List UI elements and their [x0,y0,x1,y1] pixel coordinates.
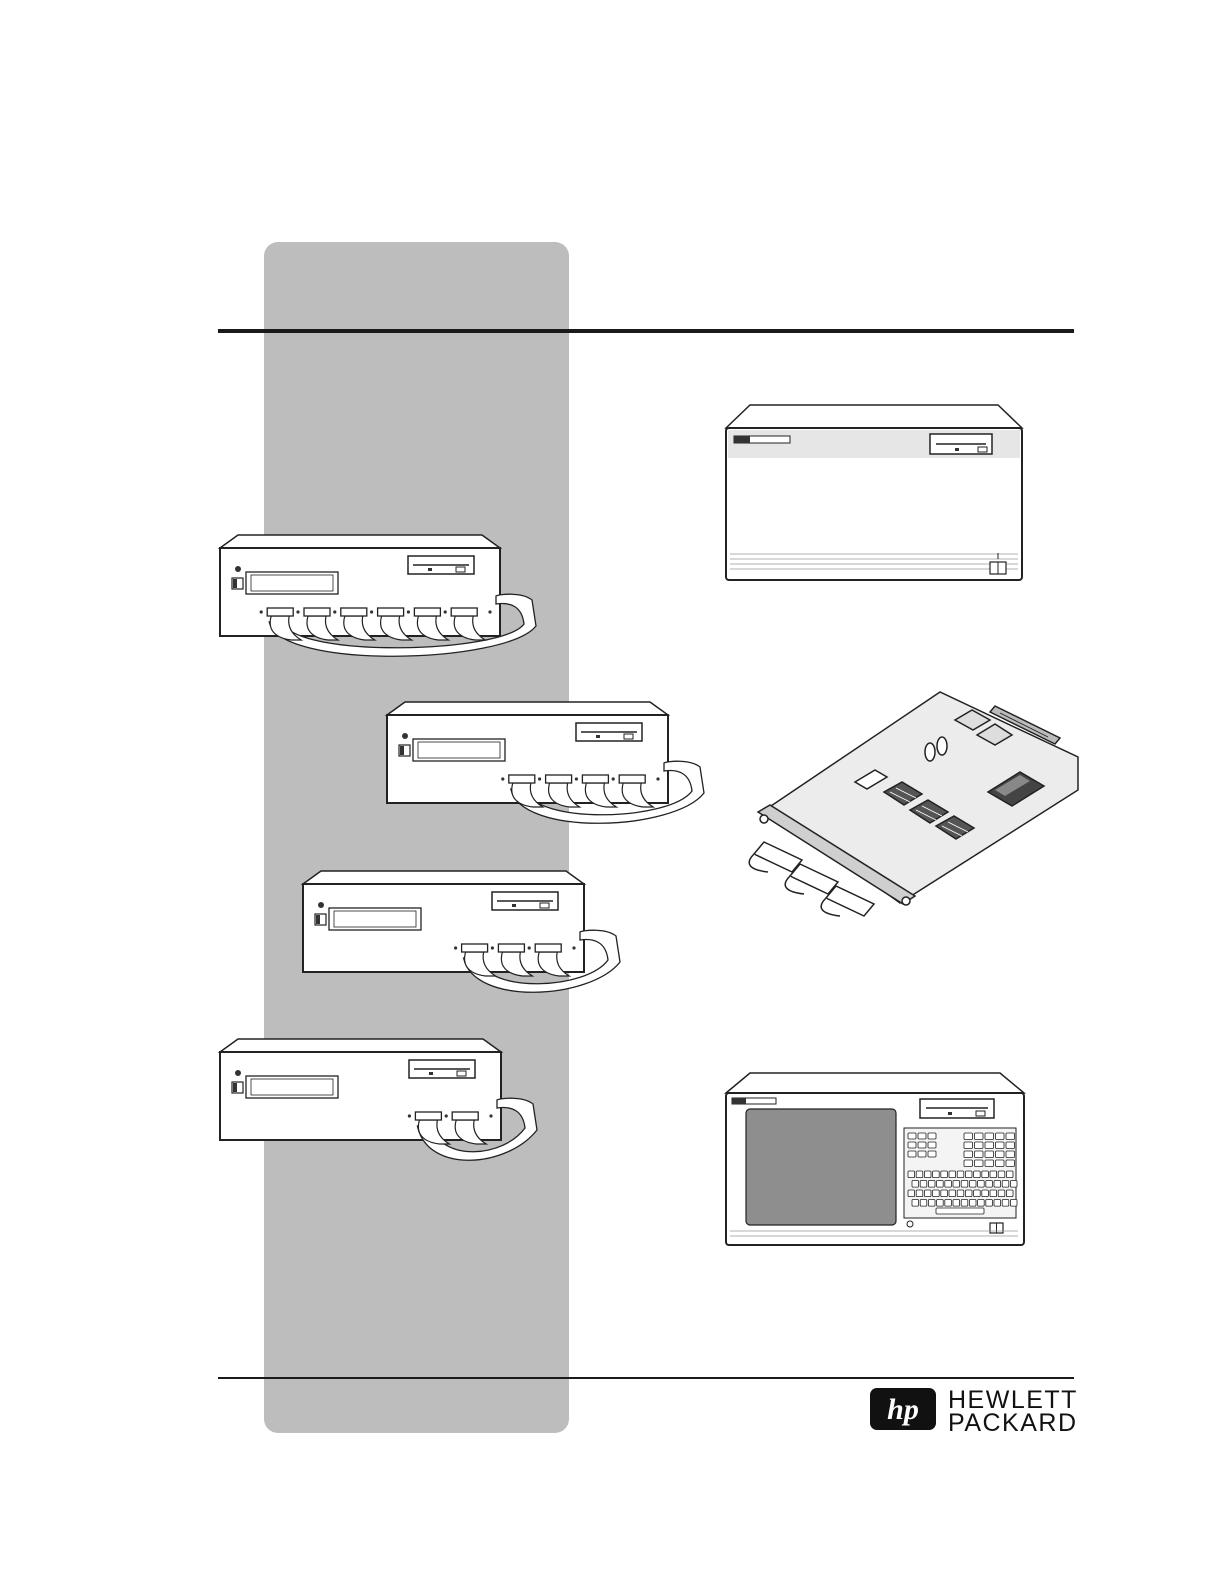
bottom-rule [218,1377,1074,1379]
floppy-drive-icon [920,1099,994,1118]
hp-logo-mark-text: hp [887,1393,919,1426]
floppy-drive-icon [576,723,642,741]
top-rule [218,329,1074,333]
display-screen [746,1109,896,1225]
floppy-drive-icon [930,434,992,454]
floppy-drive-icon [492,892,558,910]
hp-logo-mark: hp [870,1388,936,1430]
logo-line-packard: PACKARD [948,1411,1078,1436]
display-mainframe-instrument [726,1073,1024,1245]
grey-side-panel [264,242,569,1433]
plug-in-module-card [749,692,1078,916]
mainframe-instrument [726,405,1022,580]
floppy-drive-icon [409,1060,475,1078]
floppy-drive-icon [408,556,474,574]
power-switch-icon [990,1223,1003,1233]
